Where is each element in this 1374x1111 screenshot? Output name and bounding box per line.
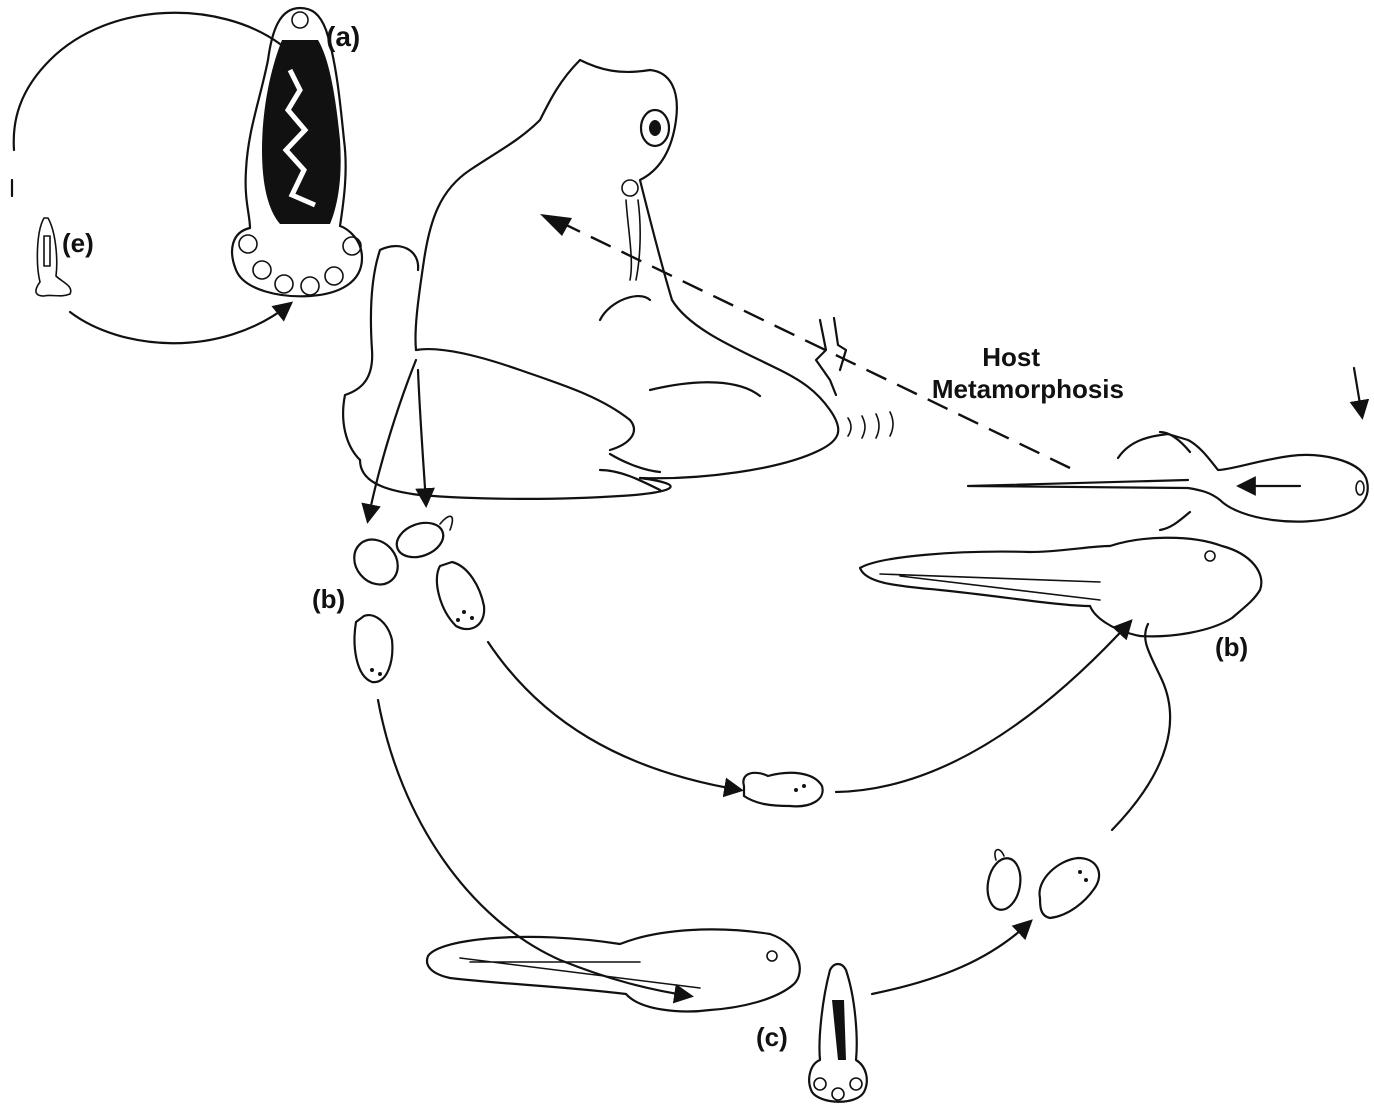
label-b-left: (b) bbox=[312, 584, 345, 614]
egg-larva-bottom-right bbox=[984, 850, 1099, 918]
annotation-host: Host bbox=[982, 342, 1040, 372]
label-a: (a) bbox=[326, 21, 360, 52]
arc-larva-to-middle bbox=[488, 642, 740, 790]
larva-middle bbox=[743, 773, 822, 806]
eggs-and-larvae-left bbox=[345, 516, 484, 682]
arc-c-to-egg bbox=[872, 922, 1030, 994]
tadpole-bottom bbox=[427, 929, 800, 1011]
label-c: (c) bbox=[756, 1022, 788, 1052]
annotation-metamorphosis: Metamorphosis bbox=[932, 374, 1124, 404]
arc-larva-to-bottom-tadpole bbox=[378, 700, 690, 996]
label-e: (e) bbox=[62, 228, 94, 258]
arc-bottomright-to-tadpole bbox=[1112, 624, 1170, 830]
label-b-right: (b) bbox=[1215, 632, 1248, 662]
tadpole-b-right bbox=[860, 538, 1261, 637]
froglet-arrow bbox=[1354, 368, 1362, 416]
cycle-arc-a-lower bbox=[70, 304, 290, 343]
arrow-to-egg-1 bbox=[368, 360, 416, 520]
cycle-arc-a-upper bbox=[14, 13, 280, 150]
frog-host bbox=[343, 60, 893, 499]
metamorphosis-arrowhead bbox=[540, 214, 572, 236]
arc-middle-to-tadpole bbox=[836, 622, 1130, 792]
fluke-c bbox=[809, 964, 867, 1102]
arrow-to-egg-2 bbox=[418, 370, 426, 504]
